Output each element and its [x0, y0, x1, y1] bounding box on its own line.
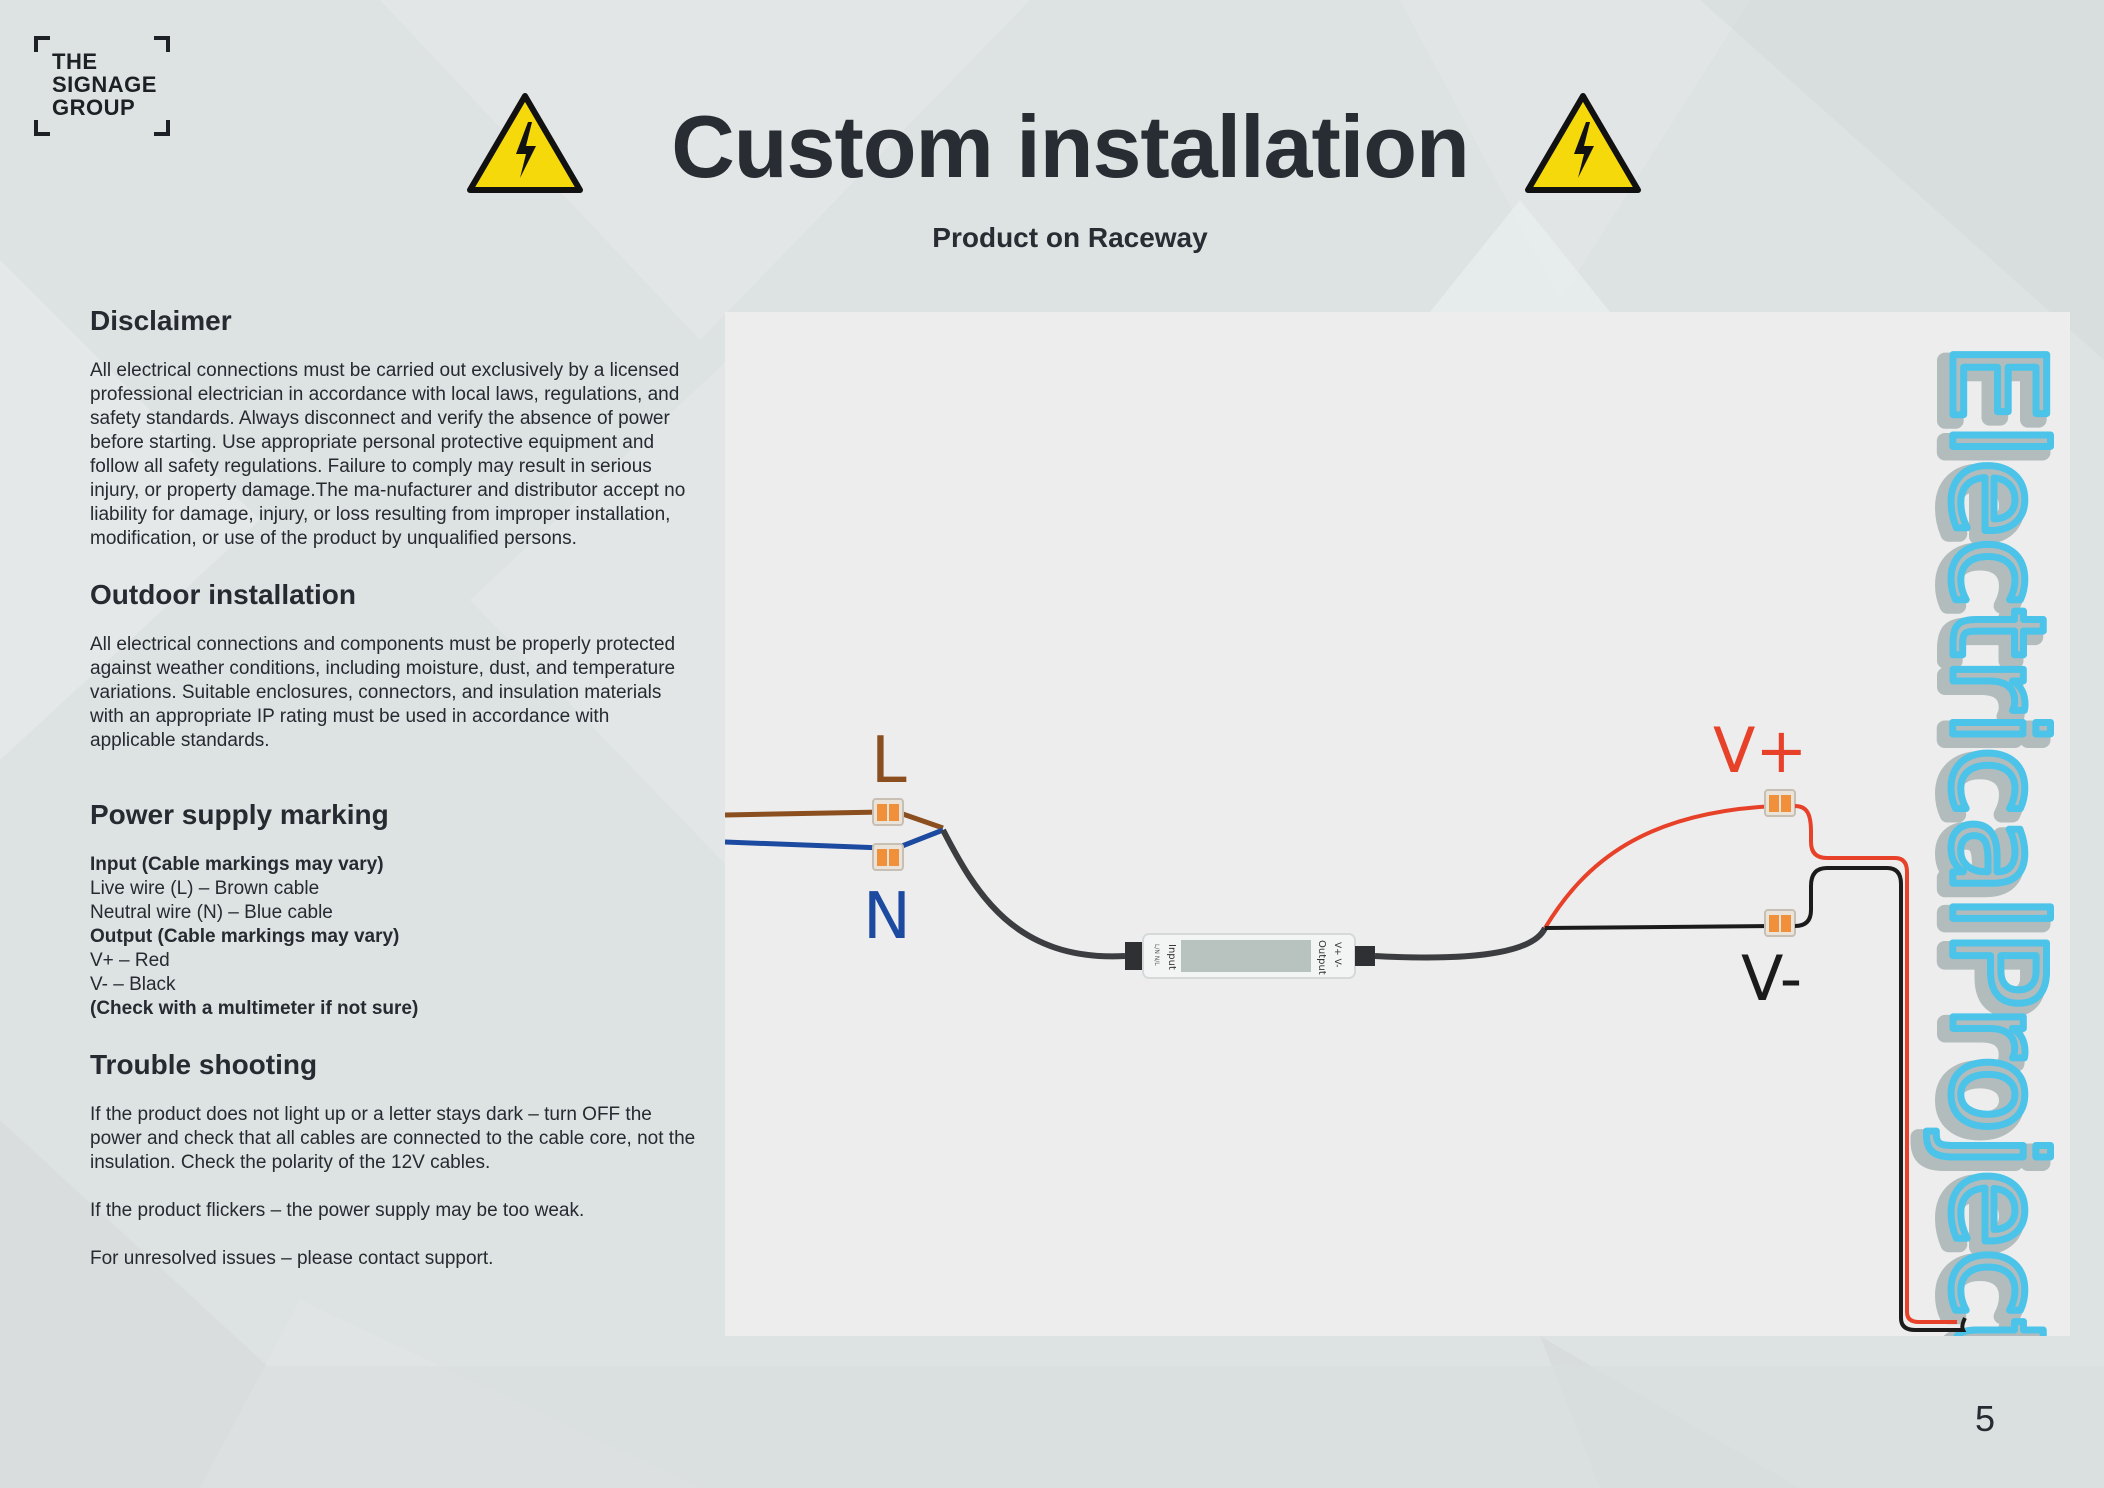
- vminus-wire-to-sign: [1794, 866, 1967, 1332]
- neon-sign: ElectricalProject ElectricalProject: [1906, 339, 2070, 1337]
- wiring-diagram: ElectricalProject ElectricalProject L N: [725, 339, 2070, 1337]
- instructions-column: Disclaimer All electrical connections mu…: [90, 305, 700, 1271]
- troubleshooting-section: Trouble shooting If the product does not…: [90, 1049, 700, 1271]
- logo-line: THE: [52, 49, 98, 74]
- psu-output-label: Output: [1316, 940, 1327, 975]
- wago-connector-vminus: [1764, 909, 1796, 937]
- page-title: Custom installation: [671, 97, 1470, 196]
- troubleshooting-text: If the product flickers – the power supp…: [90, 1200, 585, 1221]
- disclaimer-text: All electrical connections must be carri…: [90, 360, 686, 549]
- marking-line: V- – Black: [90, 974, 176, 995]
- logo-line: GROUP: [52, 95, 136, 120]
- wago-connector-live: [872, 798, 904, 826]
- page-subtitle: Product on Raceway: [932, 222, 1208, 253]
- section-heading: Disclaimer: [90, 305, 232, 336]
- vminus-label: V-: [1741, 942, 1802, 1015]
- marking-line: Input (Cable markings may vary): [90, 854, 384, 875]
- outdoor-section: Outdoor installation All electrical conn…: [90, 579, 700, 753]
- psu-input-cable: [940, 828, 1126, 960]
- psu-input-label: Input: [1166, 944, 1177, 970]
- wago-connector-neutral: [872, 843, 904, 871]
- logo-line: SIGNAGE: [52, 72, 157, 97]
- vminus-wire: [1544, 924, 1776, 930]
- vplus-wire-to-sign: [1794, 804, 1957, 1324]
- neutral-label: N: [863, 880, 911, 954]
- marking-line: Live wire (L) – Brown cable: [90, 878, 320, 899]
- neutral-wire-to-psu: [896, 827, 944, 851]
- outdoor-text: All electrical connections and component…: [90, 634, 676, 751]
- neutral-wire: [725, 839, 884, 851]
- marking-line: V+ – Red: [90, 950, 170, 971]
- troubleshooting-text: For unresolved issues – please contact s…: [90, 1248, 494, 1269]
- wago-connector-vplus: [1764, 789, 1796, 817]
- section-heading: Outdoor installation: [90, 579, 356, 610]
- live-wire-to-psu: [896, 809, 944, 831]
- live-wire: [725, 809, 884, 818]
- page-number: 5: [1975, 1398, 1996, 1439]
- wiring-diagram-panel: ElectricalProject ElectricalProject L N: [725, 312, 2070, 1336]
- high-voltage-warning-icon: [467, 93, 583, 193]
- high-voltage-warning-icon: [1525, 93, 1641, 193]
- vplus-wire: [1543, 804, 1785, 930]
- section-heading: Trouble shooting: [90, 1049, 318, 1080]
- marking-line: Output (Cable markings may vary): [90, 926, 400, 947]
- vplus-label: V+: [1713, 714, 1807, 787]
- marking-line: (Check with a multimeter if not sure): [90, 998, 419, 1019]
- marking-line: Neutral wire (N) – Blue cable: [90, 902, 333, 923]
- section-heading: Power supply marking: [90, 799, 389, 830]
- logo-wordmark: THE SIGNAGE GROUP: [52, 50, 157, 119]
- psu-output-cable: [1374, 926, 1548, 961]
- troubleshooting-text: If the product does not light up or a le…: [90, 1104, 696, 1173]
- disclaimer-section: Disclaimer All electrical connections mu…: [90, 305, 700, 551]
- company-logo: THE SIGNAGE GROUP: [34, 36, 170, 136]
- psu-input-pins: L/N N/L: [1153, 944, 1160, 966]
- power-marking-list: Input (Cable markings may vary) Live wir…: [90, 853, 700, 1021]
- logo-frame-icon: [34, 36, 170, 136]
- neon-sign-shadow: ElectricalProject: [1914, 348, 2063, 1336]
- psu-output-pins: V+ V-: [1332, 942, 1342, 967]
- power-marking-section: Power supply marking Input (Cable markin…: [90, 799, 700, 1021]
- power-supply-unit: Input L/N N/L Output V+ V-: [1125, 933, 1375, 979]
- neon-sign-text: ElectricalProject: [1922, 342, 2070, 1336]
- live-label: L: [871, 724, 907, 798]
